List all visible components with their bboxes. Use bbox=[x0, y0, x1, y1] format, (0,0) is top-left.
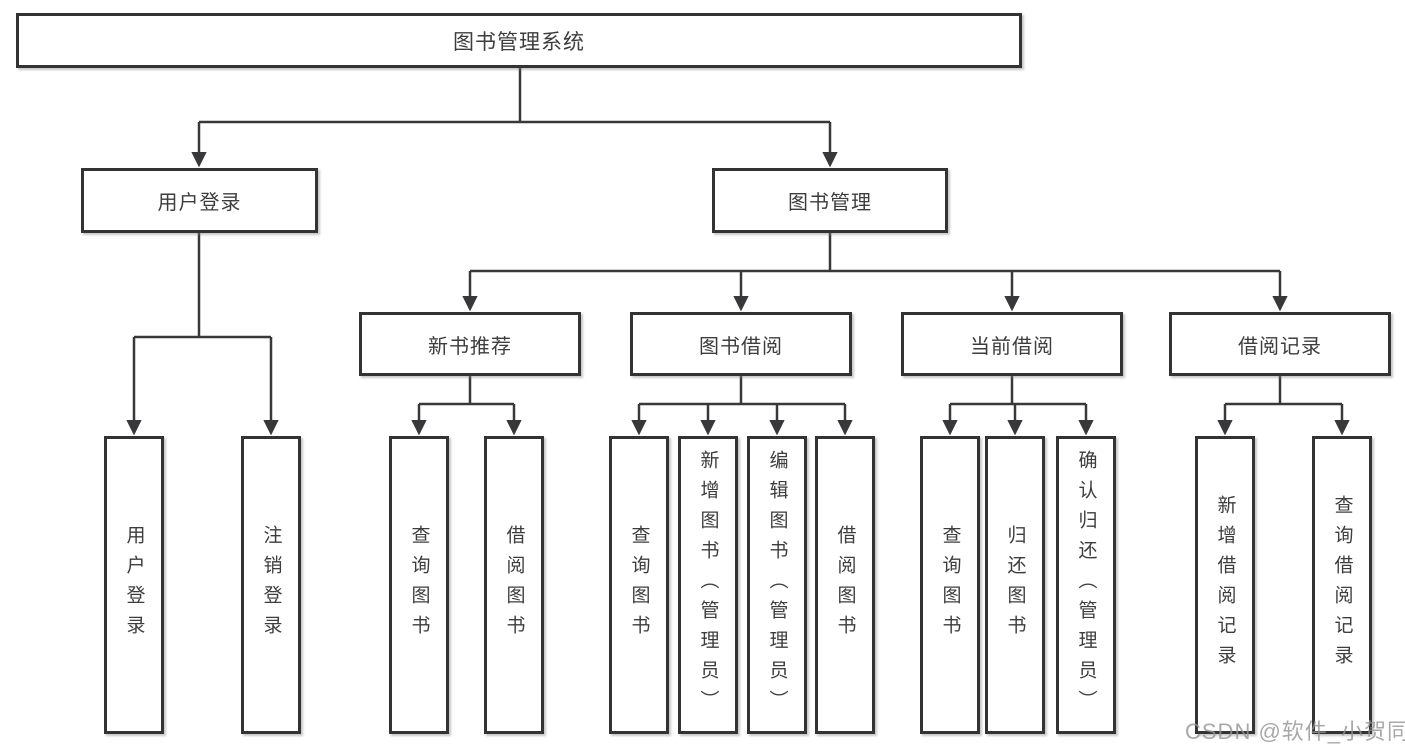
leaf-label: 查询借阅记录 bbox=[1331, 495, 1353, 675]
node-user-login: 用户登录 bbox=[81, 168, 318, 233]
leaf-label: 归还图书 bbox=[1004, 525, 1026, 645]
leaf-edit-book-admin: 编辑图书（管理员） bbox=[747, 436, 807, 734]
node-new-book-recommendation: 新书推荐 bbox=[359, 312, 581, 376]
node-book-management: 图书管理 bbox=[712, 168, 948, 233]
leaf-current-query-books: 查询图书 bbox=[920, 436, 980, 734]
leaf-confirm-return-admin: 确认归还（管理员） bbox=[1056, 436, 1116, 734]
leaf-label: 借阅图书 bbox=[834, 525, 856, 645]
leaf-return-books: 归还图书 bbox=[985, 436, 1045, 734]
node-borrowing-records: 借阅记录 bbox=[1169, 312, 1391, 376]
node-label: 图书管理 bbox=[788, 192, 872, 214]
leaf-label: 用户登录 bbox=[123, 525, 145, 645]
node-label: 新书推荐 bbox=[428, 335, 512, 358]
node-book-borrowing: 图书借阅 bbox=[630, 312, 852, 376]
node-label: 图书借阅 bbox=[699, 335, 783, 358]
leaf-label: 查询图书 bbox=[628, 525, 650, 645]
leaf-newbook-query-books: 查询图书 bbox=[389, 436, 449, 734]
node-label: 用户登录 bbox=[157, 192, 242, 214]
leaf-label: 新增借阅记录 bbox=[1214, 495, 1236, 675]
leaf-user-login: 用户登录 bbox=[104, 436, 164, 734]
leaf-borrowing-query-books: 查询图书 bbox=[609, 436, 669, 734]
leaf-query-borrow-record: 查询借阅记录 bbox=[1312, 436, 1372, 734]
leaf-add-book-admin: 新增图书（管理员） bbox=[678, 436, 738, 734]
leaf-label: 确认归还（管理员） bbox=[1075, 450, 1097, 720]
node-current-borrowing: 当前借阅 bbox=[901, 312, 1123, 376]
leaf-label: 查询图书 bbox=[408, 525, 430, 645]
node-label: 借阅记录 bbox=[1238, 335, 1322, 358]
leaf-label: 注销登录 bbox=[260, 525, 282, 645]
node-library-management-system: 图书管理系统 bbox=[16, 13, 1022, 68]
leaf-label: 新增图书（管理员） bbox=[697, 450, 719, 720]
leaf-newbook-borrow-books: 借阅图书 bbox=[484, 436, 544, 734]
leaf-label: 查询图书 bbox=[939, 525, 961, 645]
csdn-watermark: CSDN @软件_小贺同学 bbox=[1185, 719, 1405, 744]
leaf-logout: 注销登录 bbox=[241, 436, 301, 734]
node-label: 图书管理系统 bbox=[453, 30, 585, 54]
leaf-label: 编辑图书（管理员） bbox=[766, 450, 788, 720]
leaf-add-borrow-record: 新增借阅记录 bbox=[1195, 436, 1255, 734]
leaf-borrowing-borrow-books: 借阅图书 bbox=[815, 436, 875, 734]
leaf-label: 借阅图书 bbox=[503, 525, 525, 645]
node-label: 当前借阅 bbox=[970, 335, 1054, 358]
